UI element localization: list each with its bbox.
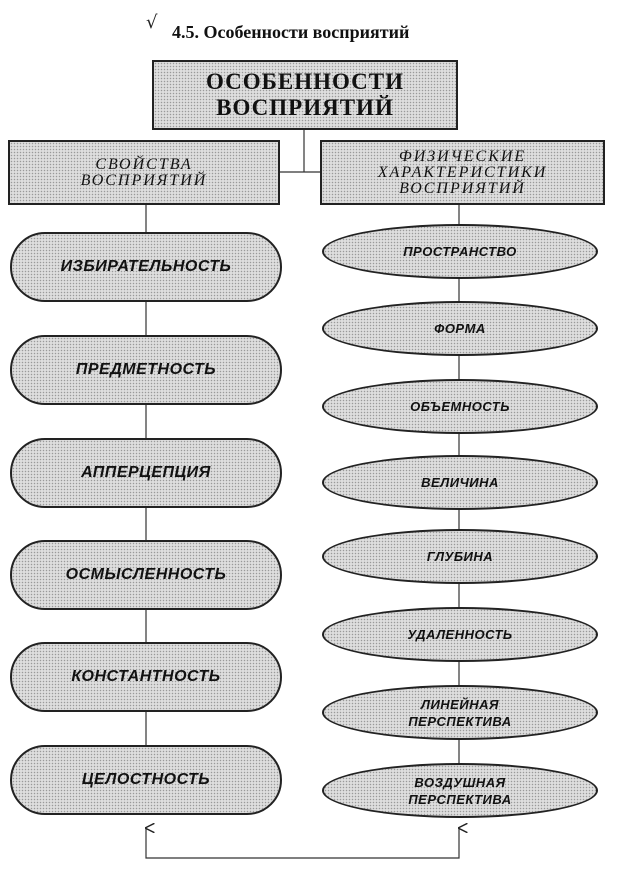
property-node: ИЗБИРАТЕЛЬНОСТЬ <box>10 232 282 302</box>
property-node: ОСМЫСЛЕННОСТЬ <box>10 540 282 610</box>
characteristic-node: ФОРМА <box>322 301 598 356</box>
characteristic-node-line: ВОЗДУШНАЯ <box>414 774 506 790</box>
branch-node-line: ВОСПРИЯТИЙ <box>399 179 526 197</box>
branch-node-line: ХАРАКТЕРИСТИКИ <box>377 163 548 181</box>
characteristic-node: ВОЗДУШНАЯ ПЕРСПЕКТИВА <box>322 763 598 818</box>
property-node: АППЕРЦЕПЦИЯ <box>10 438 282 508</box>
root-node-line: ОСОБЕННОСТИ <box>205 69 404 94</box>
characteristic-node-line: ОБЪЕМНОСТЬ <box>410 399 510 414</box>
characteristic-node: ЛИНЕЙНАЯ ПЕРСПЕКТИВА <box>322 685 598 740</box>
characteristic-node: ВЕЛИЧИНА <box>322 455 598 510</box>
property-node: КОНСТАНТНОСТЬ <box>10 642 282 712</box>
characteristic-node-line: УДАЛЕННОСТЬ <box>407 627 513 642</box>
branch-node-line: ВОСПРИЯТИЙ <box>80 171 208 189</box>
property-node: ПРЕДМЕТНОСТЬ <box>10 335 282 405</box>
branch-node-line: ФИЗИЧЕСКИЕ <box>398 147 527 165</box>
characteristic-node-line: ВЕЛИЧИНА <box>421 475 499 490</box>
characteristic-node: ПРОСТРАНСТВО <box>322 224 598 279</box>
branch-node-line: СВОЙСТВА <box>95 155 193 173</box>
characteristic-node-line: ФОРМА <box>434 321 486 336</box>
characteristic-node-line: ПРОСТРАНСТВО <box>403 244 517 259</box>
property-node: ЦЕЛОСТНОСТЬ <box>10 745 282 815</box>
characteristic-node-line: ПЕРСПЕКТИВА <box>408 791 512 807</box>
characteristic-node-line: ГЛУБИНА <box>426 549 494 564</box>
root-node: ОСОБЕННОСТИ ВОСПРИЯТИЙ <box>152 60 458 130</box>
characteristic-node-line: ПЕРСПЕКТИВА <box>408 713 512 729</box>
page-title: 4.5. Особенности восприятий <box>172 22 410 42</box>
characteristic-node: ГЛУБИНА <box>322 529 598 584</box>
characteristic-node: УДАЛЕННОСТЬ <box>322 607 598 662</box>
connector-bottom-bracket <box>146 828 459 859</box>
checkmark-icon: √ <box>146 12 158 33</box>
characteristic-node-line: ЛИНЕЙНАЯ <box>421 696 499 712</box>
root-node-line: ВОСПРИЯТИЙ <box>216 95 394 120</box>
characteristic-node: ОБЪЕМНОСТЬ <box>322 379 598 434</box>
branch-node-properties: СВОЙСТВА ВОСПРИЯТИЙ <box>8 140 280 205</box>
branch-node-physical-characteristics: ФИЗИЧЕСКИЕ ХАРАКТЕРИСТИКИ ВОСПРИЯТИЙ <box>320 140 605 205</box>
